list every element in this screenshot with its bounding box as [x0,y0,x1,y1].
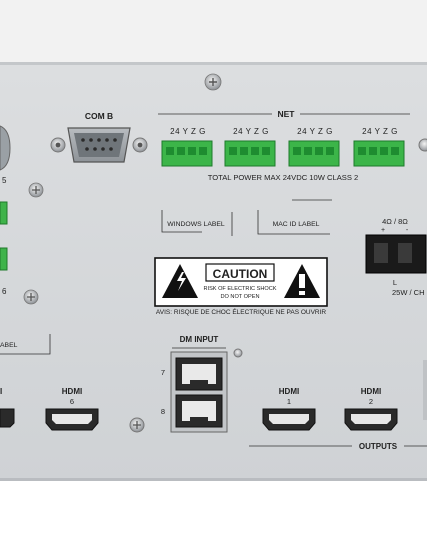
screw-top [204,73,222,91]
left-num-5: 5 [2,176,7,185]
terminal-left-fragment-2 [0,247,8,271]
terminal-label-4: 24 Y Z G [362,127,398,136]
net-terminal-block-2 [224,140,276,167]
hdmi-1-label: HDMI [279,387,299,396]
left-connector-fragment [0,125,11,171]
hdmi-left-fragment-label: I [0,387,2,396]
dm-port-8-label: 8 [161,407,165,416]
speaker-impedance-label: 4Ω / 8Ω [382,217,408,226]
windows-label: WINDOWS LABEL [167,221,225,228]
screw-left-2 [23,289,39,305]
caution-warning-box [154,257,328,307]
total-power-label: TOTAL POWER MAX 24VDC 10W CLASS 2 [208,173,359,182]
speaker-l-label: L [393,278,397,287]
hdmi-6-num: 6 [70,397,74,406]
dm-input-rj45-block [170,351,228,433]
screw-mid-left [129,417,145,433]
mac-id-label: MAC ID LABEL [273,221,320,228]
caution-french: AVIS: RISQUE DE CHOC ÉLECTRIQUE NE PAS O… [156,307,327,316]
outputs-label: OUTPUTS [359,442,398,451]
hdmi-2-port [344,408,398,431]
dm-input-label: DM INPUT [180,335,219,344]
terminal-label-1: 24 Y Z G [170,127,206,136]
dm-port-7-label: 7 [161,368,165,377]
speaker-connector [365,234,427,274]
chassis-top [0,0,427,62]
speaker-minus-label: - [406,227,409,234]
speaker-power-label: 25W / CH [392,288,425,297]
speaker-plus-label: + [381,227,385,234]
caution-line-2: DO NOT OPEN [220,294,259,300]
screw-mid [233,348,243,358]
screw-right [418,138,427,152]
right-edge-fragment [423,360,427,420]
hdmi-6-label: HDMI [62,387,82,396]
com-b-db9-port [50,127,148,163]
terminal-label-2: 24 Y Z G [233,127,269,136]
left-num-6: 6 [2,287,7,296]
com-b-label: COM B [85,111,113,121]
net-terminal-block-4 [353,140,405,167]
left-label-fragment: ABEL [0,342,18,349]
caution-title: CAUTION [213,267,268,281]
hdmi-2-num: 2 [369,397,373,406]
net-label: NET [278,109,296,119]
hdmi-left-fragment-port [0,408,15,428]
net-terminal-block-1 [161,140,213,167]
hdmi-1-port [262,408,316,431]
hdmi-1-num: 1 [287,397,291,406]
terminal-left-fragment-1 [0,201,8,225]
terminal-label-3: 24 Y Z G [297,127,333,136]
screw-left-1 [28,182,44,198]
hdmi-6-port [45,408,99,431]
net-terminal-block-3 [288,140,340,167]
caution-line-1: RISK OF ELECTRIC SHOCK [203,286,276,292]
hdmi-2-label: HDMI [361,387,381,396]
